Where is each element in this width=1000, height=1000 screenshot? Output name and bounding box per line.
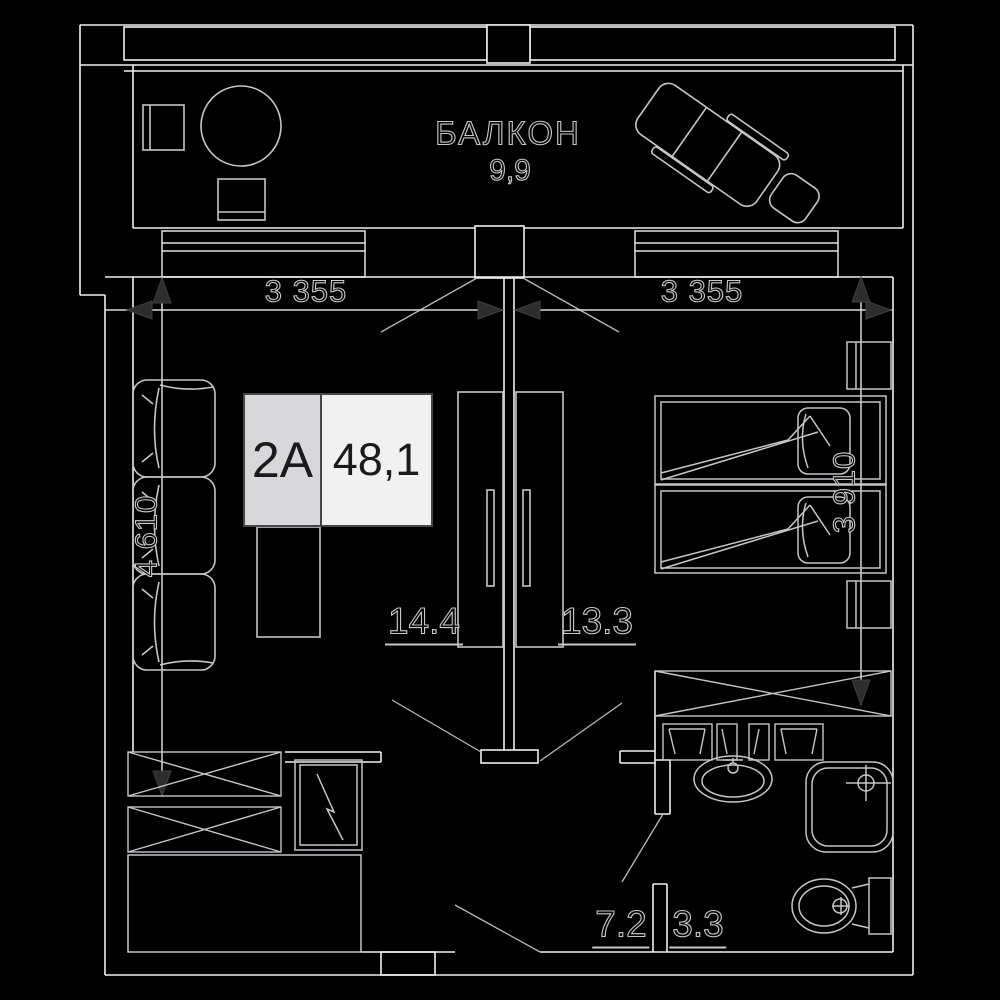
shower — [805, 761, 894, 853]
unit-code: 2A — [245, 395, 322, 525]
vanity-cabinets — [662, 723, 824, 761]
pillow — [797, 496, 851, 564]
dimension-label-top-right: 3 355 — [660, 273, 744, 309]
blanket — [660, 415, 831, 481]
bedroom-closet-x — [654, 670, 892, 717]
living-door-swing — [391, 699, 482, 753]
entrance-door-swing — [454, 904, 541, 953]
stool — [142, 104, 185, 151]
bedroom-door-swing — [539, 702, 623, 762]
balcony-area-label: 9,9 — [489, 154, 532, 187]
sink — [693, 755, 773, 803]
side-table — [768, 172, 820, 224]
bed-1 — [654, 395, 887, 485]
balcony-title: БАЛКОН — [435, 114, 581, 152]
chaise-lounge — [635, 82, 820, 224]
dimension-label-right: 3 910 — [826, 450, 862, 534]
unit-sign: 2A 48,1 — [243, 393, 433, 527]
bathroom-door-swing — [621, 813, 664, 883]
hallway-console — [127, 854, 362, 953]
round-table — [200, 85, 282, 167]
electrical-panel — [294, 759, 363, 851]
chair — [217, 178, 266, 221]
balcony-door-right-swing — [522, 277, 620, 333]
hallway-cabinets-x — [127, 751, 282, 853]
lightning-icon — [316, 773, 344, 841]
room-area-bathroom: 3.3 — [669, 905, 727, 949]
sofa — [132, 379, 216, 671]
room-area-bedroom: 13.3 — [557, 602, 637, 646]
unit-total-area: 48,1 — [322, 395, 431, 525]
balcony-door-column — [474, 225, 525, 279]
nightstands — [846, 341, 892, 629]
pillow — [797, 407, 851, 475]
bed-2 — [654, 484, 887, 574]
door-swings — [380, 277, 664, 953]
dimension-label-top-left: 3 355 — [264, 273, 348, 309]
toilet — [791, 877, 892, 935]
balcony-structure — [80, 24, 913, 229]
dimension-label-left: 4 610 — [128, 494, 164, 578]
blanket — [660, 504, 831, 570]
room-area-living: 14.4 — [384, 602, 464, 646]
balcony-furniture — [142, 82, 820, 224]
interior-walls — [105, 276, 894, 976]
dimension-lines — [105, 275, 893, 798]
room-area-hallway: 7.2 — [592, 905, 650, 949]
wardrobe — [457, 391, 564, 648]
desk — [256, 526, 321, 638]
balcony-door-left-swing — [380, 277, 478, 333]
dimension-arrows — [125, 275, 893, 798]
cistern — [868, 877, 892, 935]
